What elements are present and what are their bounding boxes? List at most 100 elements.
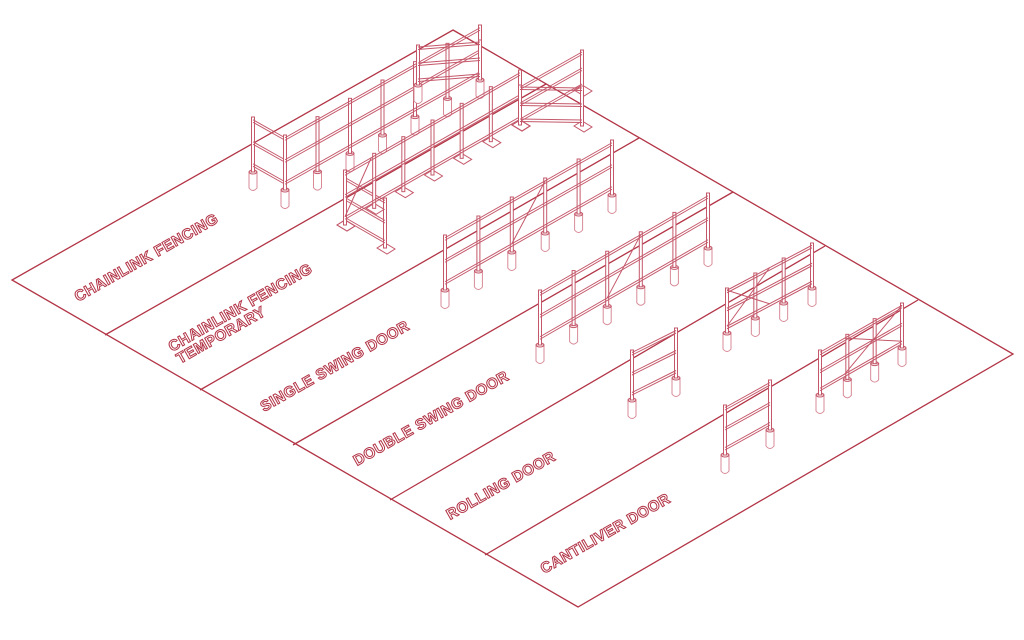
post-footing	[842, 378, 852, 399]
fence-rail	[444, 166, 613, 263]
fence-rail	[444, 186, 613, 283]
post-footing	[722, 332, 732, 352]
fence-rail	[417, 60, 481, 66]
fence-rail	[819, 340, 903, 389]
fence-rail	[631, 350, 677, 373]
fence-rail	[724, 422, 771, 448]
label-rolling-door: ROLLING DOOR	[444, 448, 559, 523]
fence-post	[343, 169, 347, 226]
fence-rail	[284, 73, 481, 185]
fence-rail	[344, 96, 521, 198]
cantilever-door-post-pair	[720, 379, 775, 474]
post-footing	[378, 134, 387, 154]
fence-rail	[519, 118, 583, 121]
post-footing	[602, 305, 612, 326]
post-footing	[507, 251, 517, 271]
fence-rail	[417, 57, 481, 64]
fence-rail	[726, 262, 813, 309]
fence-rail	[284, 29, 481, 141]
post-footing	[807, 287, 817, 307]
labels: CHAINLINK FENCING CHAINLINK FENCING TEMP…	[71, 210, 674, 578]
fence-rail	[819, 304, 903, 353]
gate-brace	[726, 289, 770, 305]
strip-divider	[292, 191, 734, 446]
base-plate	[336, 219, 356, 232]
fence-rail	[519, 89, 583, 91]
fence-rail	[519, 51, 583, 88]
strip-divider	[389, 245, 826, 501]
fence-rail	[519, 102, 583, 105]
fence-rail	[344, 199, 386, 224]
fence-rail	[344, 94, 521, 196]
fence-rail	[444, 188, 613, 285]
strip-divider	[199, 137, 640, 391]
fence-rail	[284, 27, 481, 139]
label-double-swing-door: DOUBLE SWING DOOR	[351, 368, 512, 470]
fence-rail	[344, 118, 521, 220]
fence-rail	[252, 119, 286, 139]
fence-rail	[417, 41, 481, 48]
post-footing	[627, 399, 637, 419]
label-chainlink-fencing: CHAINLINK FENCING	[72, 210, 222, 305]
fence-rail	[417, 73, 481, 80]
post-footing	[765, 429, 775, 449]
fence-rail	[519, 67, 583, 104]
platform	[10, 29, 1015, 608]
fence-rail	[726, 265, 813, 312]
post-footing	[440, 289, 450, 309]
chainlink-fence-end	[413, 39, 485, 104]
fence-rail	[726, 283, 813, 330]
fence-rail	[519, 54, 583, 90]
fence-rail	[284, 71, 481, 183]
fence-rail	[724, 384, 771, 411]
strip-divider	[104, 83, 547, 336]
fence-post	[478, 39, 482, 81]
post-footing	[607, 194, 617, 214]
fence-rail	[344, 179, 386, 204]
fence-rail	[819, 307, 903, 356]
fence-rail	[539, 239, 709, 338]
fence-rail	[344, 177, 386, 201]
post-footing	[535, 344, 545, 364]
gate-brace	[511, 180, 546, 244]
fence-post	[900, 302, 904, 349]
post-footing	[574, 213, 584, 233]
post-footing	[280, 189, 290, 209]
fence-rail	[344, 217, 386, 241]
gate-brace	[344, 157, 372, 217]
fence-rail	[819, 325, 903, 374]
post-footing	[897, 347, 907, 367]
fence-rail	[539, 195, 709, 294]
fence-rail	[252, 121, 286, 141]
fence-rail	[284, 49, 481, 161]
post-footing	[671, 377, 681, 397]
post-footing	[413, 84, 423, 104]
gate-brace	[844, 337, 903, 342]
fence-rail	[631, 370, 677, 393]
base-plate	[511, 119, 531, 132]
post-footing	[779, 302, 789, 322]
post-footing	[569, 325, 579, 345]
fence-rail	[631, 372, 677, 396]
fence-rail	[519, 86, 583, 89]
fences	[248, 24, 907, 474]
fence-rail	[252, 141, 286, 161]
post-footing	[750, 317, 760, 337]
post-footing	[636, 286, 646, 306]
fence-rail	[724, 424, 771, 451]
fence-rail	[252, 165, 286, 185]
post-footing	[703, 247, 713, 267]
single-swing-fence	[440, 139, 617, 309]
fence-rail	[444, 144, 613, 241]
fence-rail	[344, 197, 386, 221]
post-footing	[313, 171, 322, 191]
fence-rail	[726, 247, 813, 294]
cantilever-door-gate	[815, 302, 907, 414]
fence-post	[518, 84, 522, 126]
fence-rail	[724, 382, 771, 408]
fence-rail	[284, 51, 481, 163]
fence-rail	[344, 74, 521, 176]
fence-rail	[417, 76, 481, 82]
